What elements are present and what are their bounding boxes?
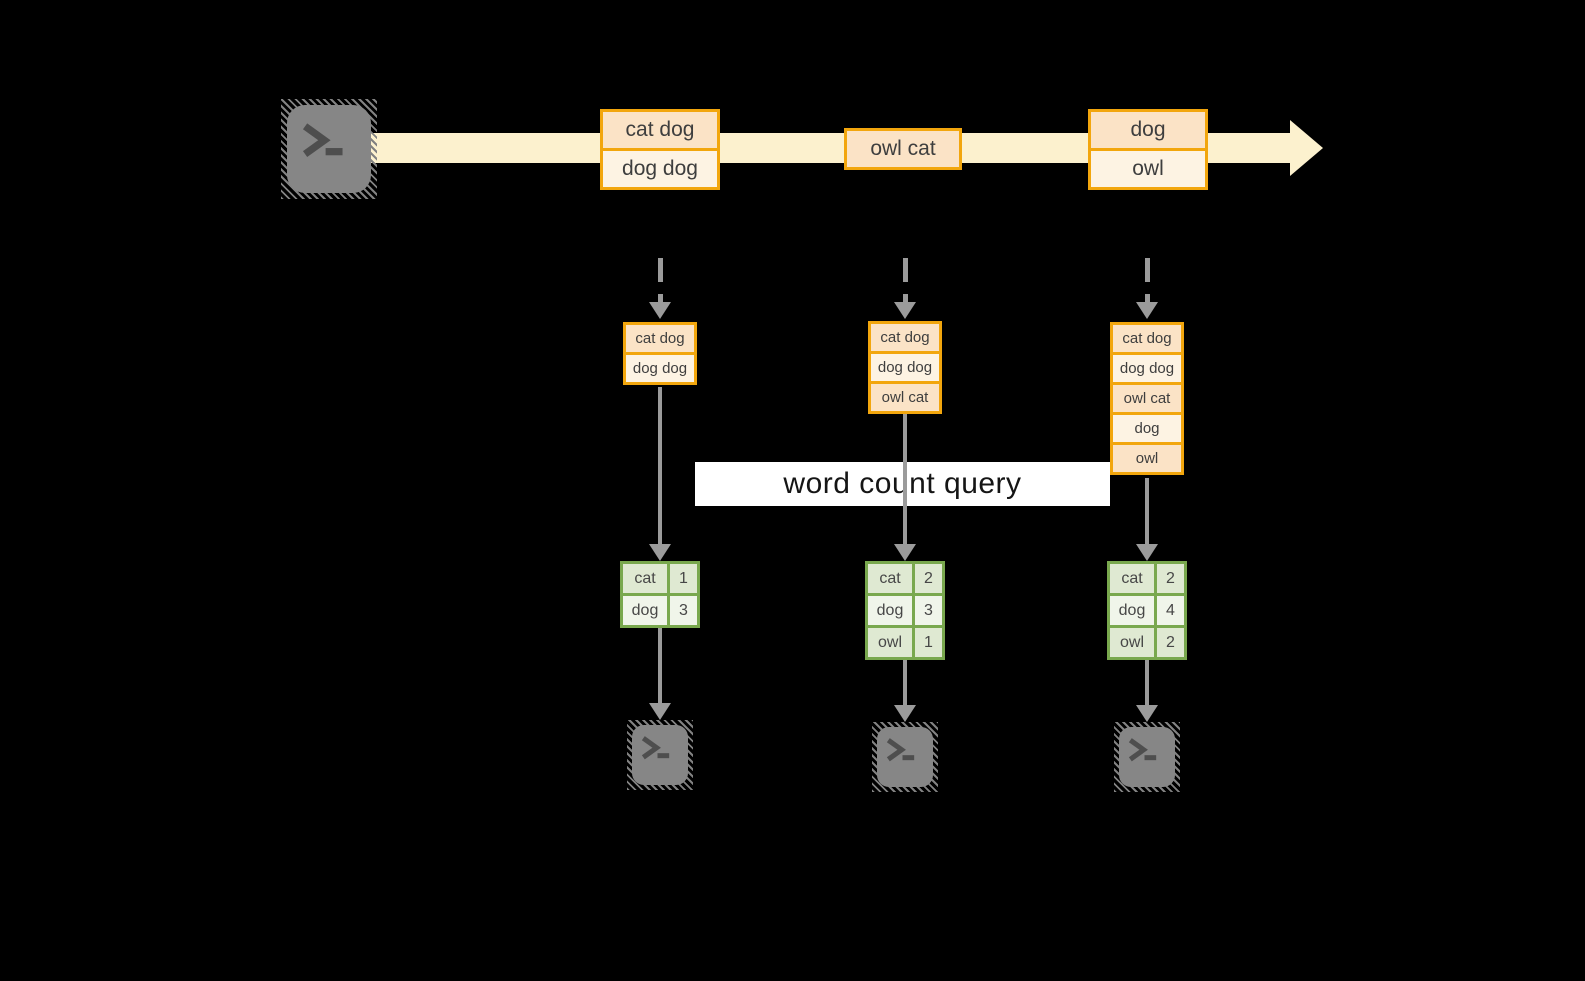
buffer-box-1: cat dog dog dog <box>623 322 697 385</box>
arrowhead-icon <box>1136 705 1158 722</box>
count-cell: 3 <box>915 596 942 625</box>
buffer-line: cat dog <box>626 325 694 352</box>
word-cell: cat <box>868 564 912 593</box>
arrowhead-icon <box>649 544 671 561</box>
query-arrow-col3 <box>1145 478 1149 545</box>
buffer-line: cat dog <box>871 324 939 351</box>
arrowhead-icon <box>894 544 916 561</box>
buffer-line: owl cat <box>871 384 939 411</box>
prompt-icon <box>886 738 915 762</box>
buffer-box-2: cat dog dog dog owl cat <box>868 321 942 414</box>
event-line: dog dog <box>603 151 717 187</box>
arrowhead-icon <box>649 302 671 319</box>
event-line: dog <box>1091 112 1205 148</box>
buffer-line: cat dog <box>1113 325 1181 352</box>
word-cell: owl <box>1110 628 1154 657</box>
sink-terminal-icon-3 <box>1114 722 1180 792</box>
sink-arrow-col1 <box>658 628 662 704</box>
sink-arrow-col2 <box>903 660 907 706</box>
buffer-line: owl cat <box>1113 385 1181 412</box>
prompt-icon <box>302 123 343 158</box>
count-cell: 3 <box>670 596 697 625</box>
arrowhead-icon <box>894 705 916 722</box>
query-label: word count query <box>695 462 1110 506</box>
result-table-1: cat 1 dog 3 <box>620 561 700 628</box>
source-terminal-icon <box>281 99 377 199</box>
count-cell: 2 <box>1157 628 1184 657</box>
sink-terminal-icon-2 <box>872 722 938 792</box>
arrowhead-icon <box>1136 302 1158 319</box>
arrowhead-icon <box>649 703 671 720</box>
word-cell: dog <box>623 596 667 625</box>
count-cell: 2 <box>1157 564 1184 593</box>
result-table-3: cat 2 dog 4 owl 2 <box>1107 561 1187 660</box>
result-table-2: cat 2 dog 3 owl 1 <box>865 561 945 660</box>
stream-event-1: cat dog dog dog <box>600 109 720 190</box>
query-arrow-col1 <box>658 387 662 545</box>
prompt-icon <box>641 736 670 760</box>
arrowhead-icon <box>1136 544 1158 561</box>
stream-event-2: owl cat <box>844 128 962 170</box>
dashed-arrow-col3 <box>1145 258 1150 302</box>
event-line: owl <box>1091 151 1205 187</box>
dashed-arrow-col2 <box>903 258 908 302</box>
stream-arrowhead-icon <box>1290 120 1323 176</box>
sink-terminal-icon-1 <box>627 720 693 790</box>
buffer-line: owl <box>1113 445 1181 472</box>
event-line: cat dog <box>603 112 717 148</box>
buffer-line: dog dog <box>1113 355 1181 382</box>
query-arrow-col2 <box>903 414 907 545</box>
word-cell: cat <box>623 564 667 593</box>
word-cell: dog <box>1110 596 1154 625</box>
arrowhead-icon <box>894 302 916 319</box>
prompt-icon <box>1128 738 1157 762</box>
count-cell: 1 <box>915 628 942 657</box>
buffer-line: dog dog <box>871 354 939 381</box>
event-line: owl cat <box>847 131 959 167</box>
buffer-box-3: cat dog dog dog owl cat dog owl <box>1110 322 1184 475</box>
buffer-line: dog <box>1113 415 1181 442</box>
word-cell: owl <box>868 628 912 657</box>
stream-event-3: dog owl <box>1088 109 1208 190</box>
word-cell: cat <box>1110 564 1154 593</box>
sink-arrow-col3 <box>1145 660 1149 706</box>
count-cell: 4 <box>1157 596 1184 625</box>
count-cell: 2 <box>915 564 942 593</box>
count-cell: 1 <box>670 564 697 593</box>
buffer-line: dog dog <box>626 355 694 382</box>
dashed-arrow-col1 <box>658 258 663 302</box>
word-cell: dog <box>868 596 912 625</box>
